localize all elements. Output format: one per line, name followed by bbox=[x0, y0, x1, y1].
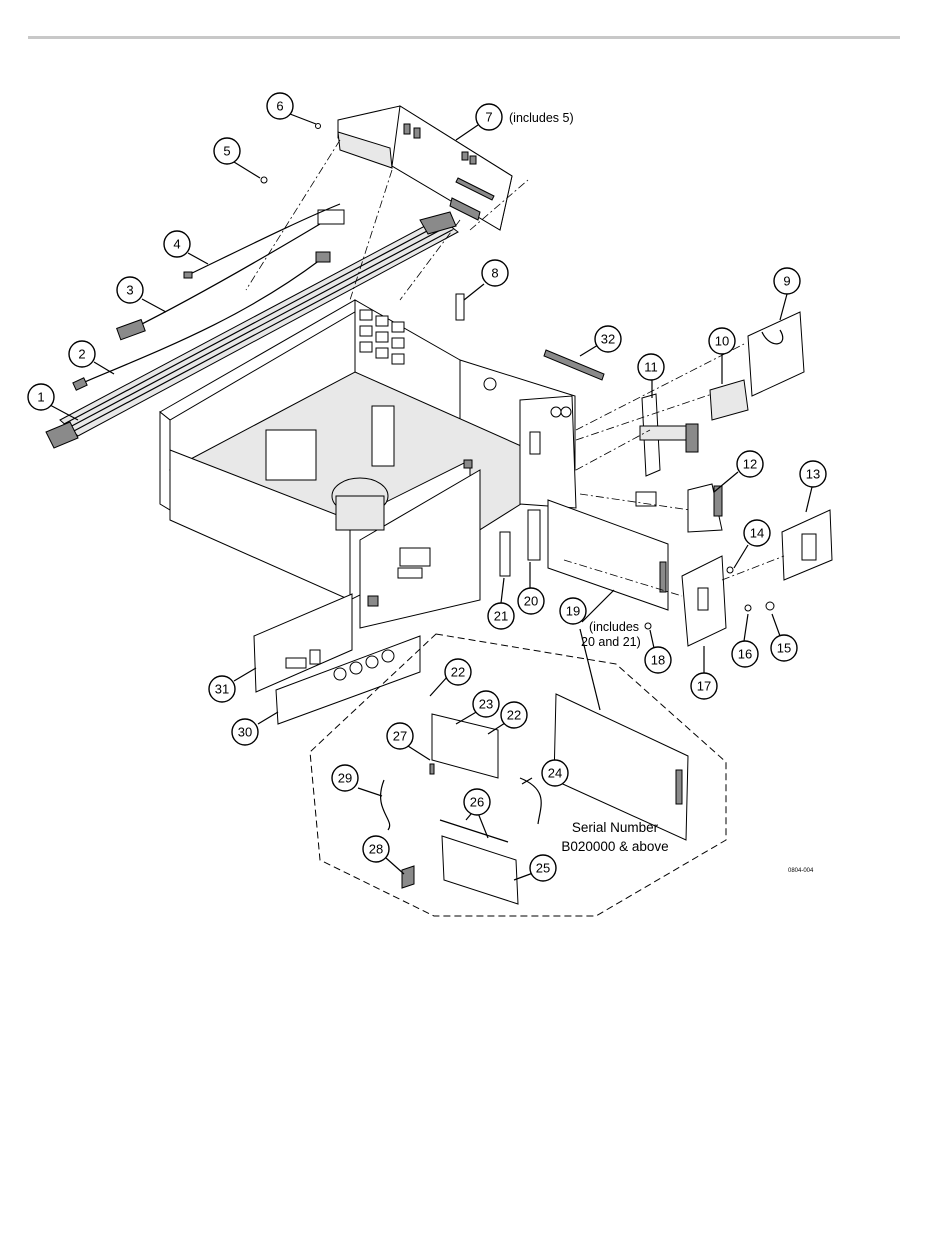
svg-text:15: 15 bbox=[777, 641, 791, 656]
screw-5 bbox=[261, 177, 267, 183]
figure-id: 0804-004 bbox=[788, 868, 814, 874]
callout-23: 23 bbox=[473, 691, 499, 717]
cable-3 bbox=[117, 210, 344, 340]
callout-25: 25 bbox=[530, 855, 556, 881]
svg-text:29: 29 bbox=[338, 771, 352, 786]
callout-3: 3 bbox=[117, 277, 143, 303]
svg-text:5: 5 bbox=[223, 144, 230, 159]
svg-text:2: 2 bbox=[78, 347, 85, 362]
svg-text:14: 14 bbox=[750, 526, 764, 541]
bracket-12 bbox=[688, 484, 722, 532]
callout-14: 14 bbox=[744, 520, 770, 546]
svg-text:27: 27 bbox=[393, 729, 407, 744]
callout-27: 27 bbox=[387, 723, 413, 749]
callout-22a: 22 bbox=[445, 659, 471, 685]
callout-9: 9 bbox=[774, 268, 800, 294]
callout-22b: 22 bbox=[501, 702, 527, 728]
callout-13: 13 bbox=[800, 461, 826, 487]
svg-text:32: 32 bbox=[601, 332, 615, 347]
svg-text:13: 13 bbox=[806, 467, 820, 482]
callout-18: 18 bbox=[645, 647, 671, 673]
callout-19: 19 bbox=[560, 598, 586, 624]
callout-10: 10 bbox=[709, 328, 735, 354]
svg-text:6: 6 bbox=[276, 99, 283, 114]
note-includes-20-21-line1: (includes bbox=[589, 620, 639, 634]
note-includes-20-21-line2: 20 and 21) bbox=[581, 635, 641, 649]
part-32 bbox=[544, 350, 604, 380]
callout-15: 15 bbox=[771, 635, 797, 661]
callout-26: 26 bbox=[464, 789, 490, 815]
bracket-17 bbox=[682, 556, 726, 646]
callout-6: 6 bbox=[267, 93, 293, 119]
callout-21: 21 bbox=[488, 603, 514, 629]
svg-text:18: 18 bbox=[651, 653, 665, 668]
board-19 bbox=[548, 500, 668, 610]
part-8 bbox=[456, 294, 464, 320]
svg-text:1: 1 bbox=[37, 390, 44, 405]
svg-text:8: 8 bbox=[491, 266, 498, 281]
svg-text:21: 21 bbox=[494, 609, 508, 624]
svg-text:28: 28 bbox=[369, 842, 383, 857]
serial-note-line2: B020000 & above bbox=[561, 839, 668, 854]
svg-text:4: 4 bbox=[173, 237, 180, 252]
callout-30: 30 bbox=[232, 719, 258, 745]
callout-8: 8 bbox=[482, 260, 508, 286]
svg-text:16: 16 bbox=[738, 647, 752, 662]
callout-12: 12 bbox=[737, 451, 763, 477]
svg-text:10: 10 bbox=[715, 334, 729, 349]
callout-31: 31 bbox=[209, 676, 235, 702]
svg-text:12: 12 bbox=[743, 457, 757, 472]
callout-5: 5 bbox=[214, 138, 240, 164]
connectors-20-21 bbox=[500, 510, 540, 576]
svg-text:23: 23 bbox=[479, 697, 493, 712]
svg-text:7: 7 bbox=[485, 110, 492, 125]
callout-7: 7 bbox=[476, 104, 502, 130]
plate-13 bbox=[782, 510, 832, 580]
cable-4 bbox=[184, 204, 340, 278]
screw-6 bbox=[316, 124, 321, 129]
plate-9 bbox=[748, 312, 804, 396]
note-includes-5: (includes 5) bbox=[509, 111, 574, 125]
callout-24: 24 bbox=[542, 760, 568, 786]
callout-17: 17 bbox=[691, 673, 717, 699]
svg-text:25: 25 bbox=[536, 861, 550, 876]
svg-text:31: 31 bbox=[215, 682, 229, 697]
callout-20: 20 bbox=[518, 588, 544, 614]
callout-28: 28 bbox=[363, 836, 389, 862]
callout-1: 1 bbox=[28, 384, 54, 410]
svg-text:11: 11 bbox=[644, 360, 658, 375]
callout-29: 29 bbox=[332, 765, 358, 791]
callout-16: 16 bbox=[732, 641, 758, 667]
svg-text:9: 9 bbox=[783, 274, 790, 289]
callout-2: 2 bbox=[69, 341, 95, 367]
callout-4: 4 bbox=[164, 231, 190, 257]
callout-11: 11 bbox=[638, 354, 664, 380]
svg-text:30: 30 bbox=[238, 725, 252, 740]
svg-text:3: 3 bbox=[126, 283, 133, 298]
svg-text:17: 17 bbox=[697, 679, 711, 694]
svg-text:19: 19 bbox=[566, 604, 580, 619]
svg-text:24: 24 bbox=[548, 766, 562, 781]
svg-text:26: 26 bbox=[470, 795, 484, 810]
svg-text:22: 22 bbox=[507, 708, 521, 723]
serial-note-line1: Serial Number bbox=[572, 820, 659, 835]
label-10 bbox=[710, 380, 748, 420]
cable-11 bbox=[636, 394, 698, 506]
callout-32: 32 bbox=[595, 326, 621, 352]
svg-text:22: 22 bbox=[451, 665, 465, 680]
svg-text:20: 20 bbox=[524, 594, 538, 609]
